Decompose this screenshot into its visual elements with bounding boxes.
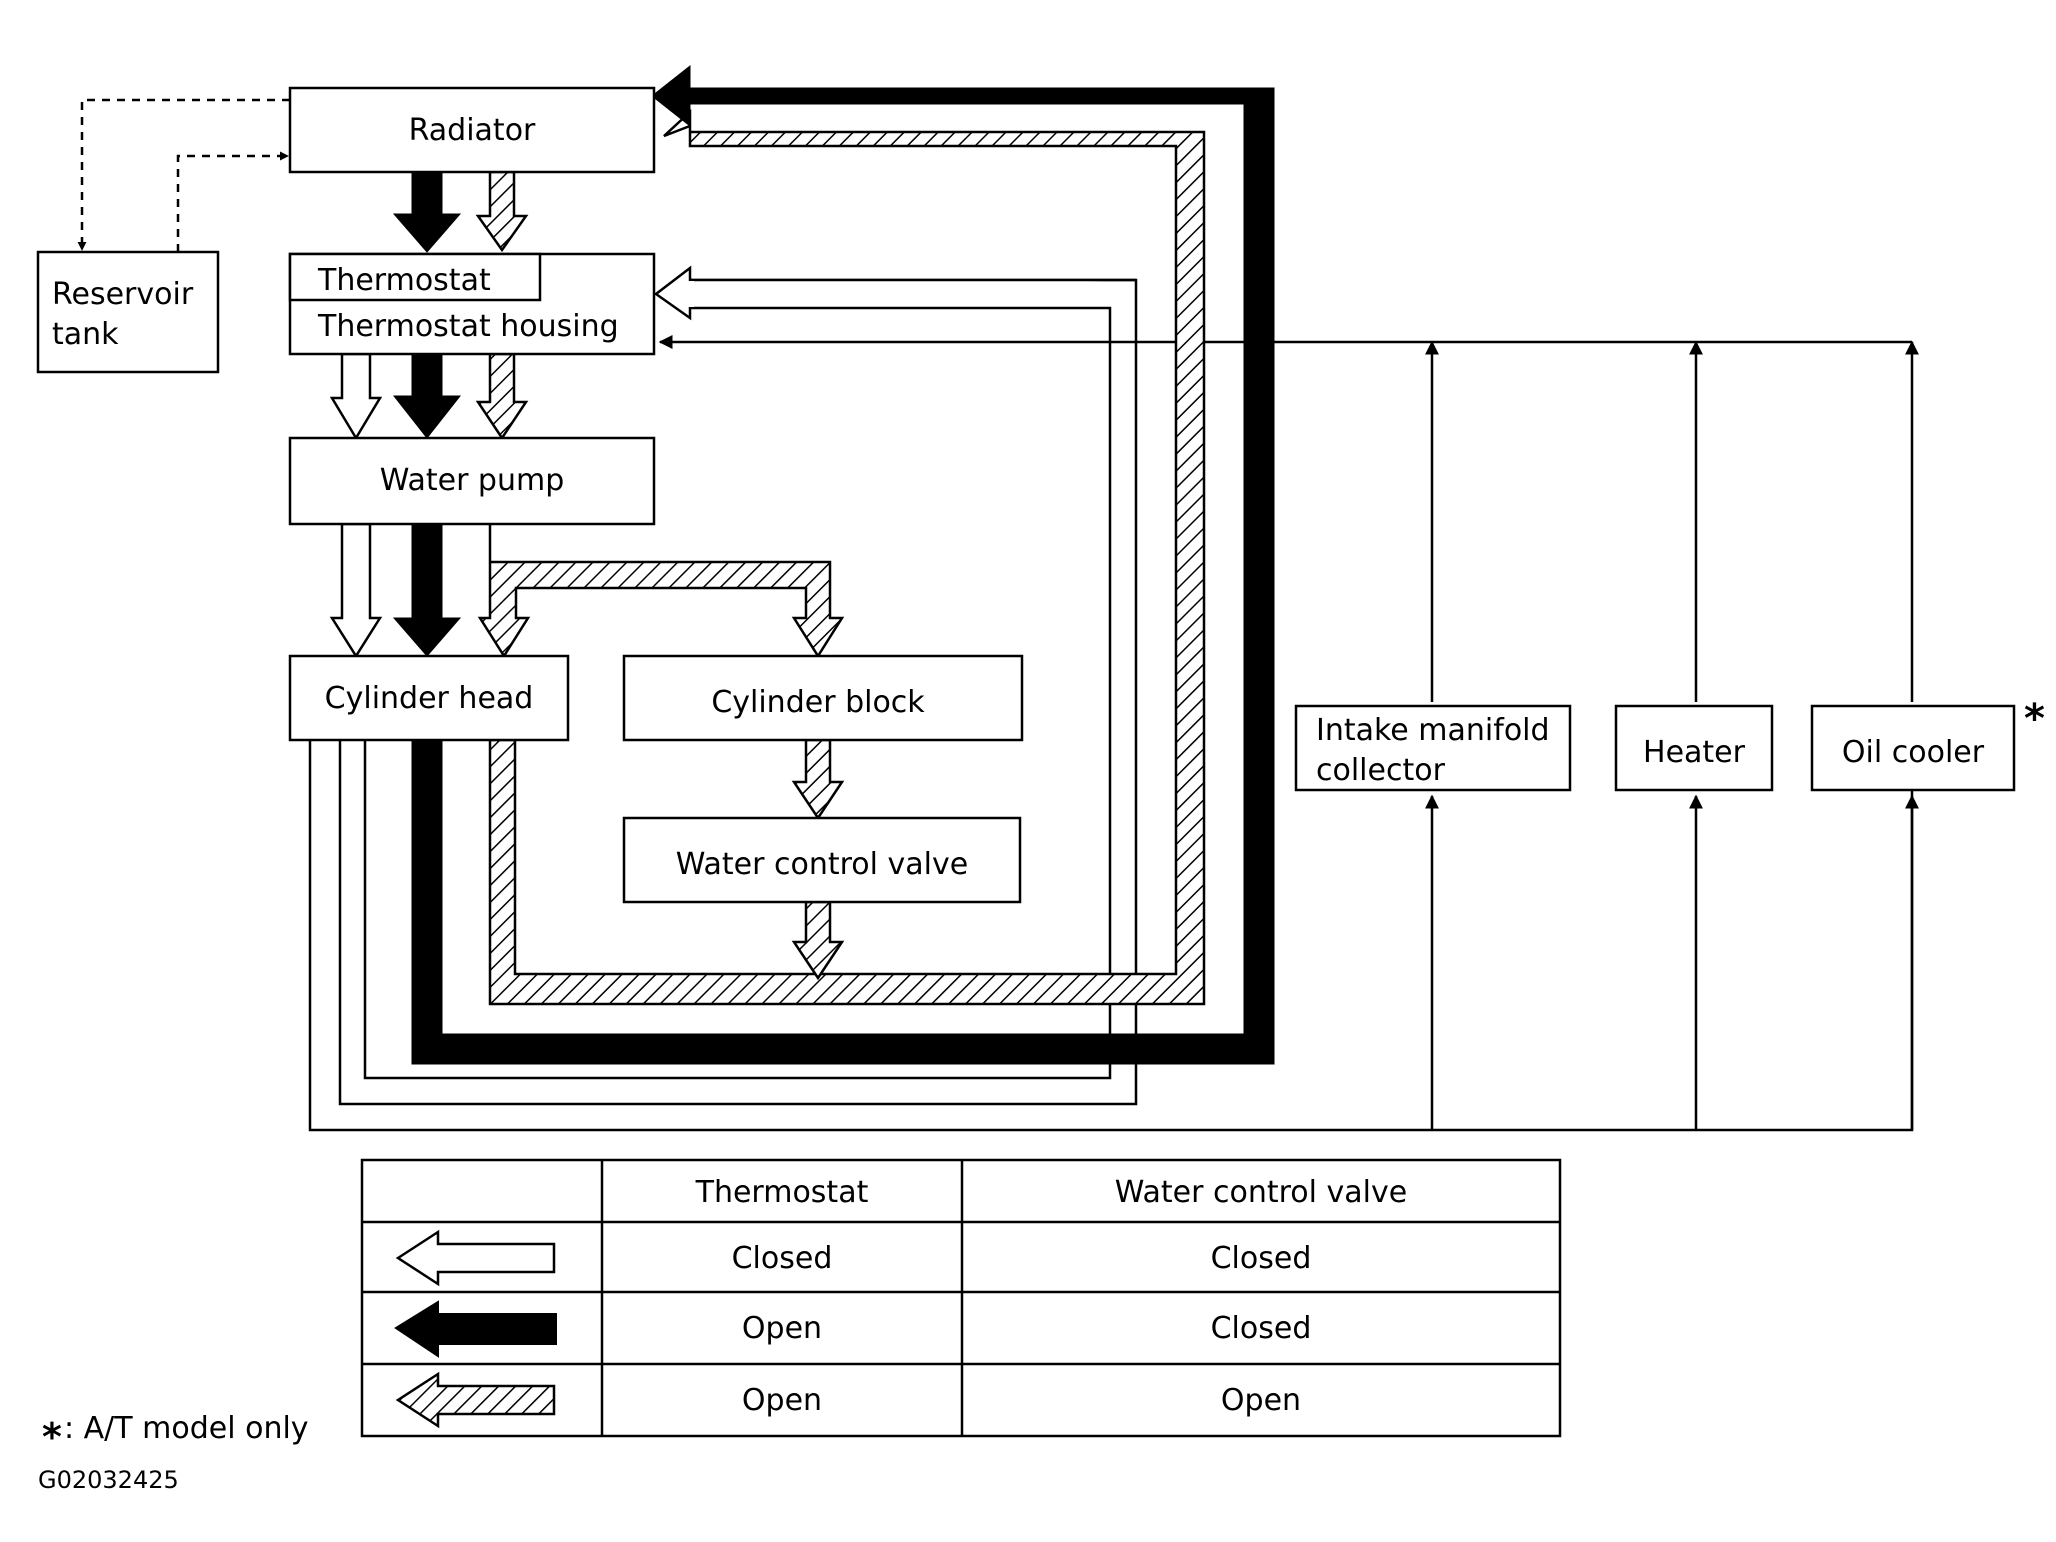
white-return-arrowhead <box>653 265 694 321</box>
oil-cooler-label: Oil cooler <box>1842 735 1985 770</box>
flow-thermostat-open-valve-closed-icon <box>394 1300 557 1358</box>
hatched-flow-circuit <box>475 109 1206 1006</box>
intake-manifold-label-line2: collector <box>1316 753 1446 788</box>
heater-label: Heater <box>1643 735 1746 770</box>
legend-row1-valve: Closed <box>1211 1241 1312 1276</box>
water-pump-box <box>288 436 656 526</box>
figure-id: G02032425 <box>38 1466 179 1494</box>
reservoir-label-line1: Reservoir <box>52 277 194 312</box>
reservoir-label-line2: tank <box>52 317 119 352</box>
flow-thermostat-open-valve-open-icon <box>395 1371 556 1429</box>
legend-row3-valve: Open <box>1221 1383 1301 1418</box>
cylinder-block-box <box>622 654 1024 742</box>
radiator-label: Radiator <box>409 113 536 148</box>
reservoir-tank-box <box>36 250 220 374</box>
water-pump-label: Water pump <box>380 463 565 498</box>
radiator-box <box>288 86 656 174</box>
cylinder-head-label: Cylinder head <box>325 681 534 716</box>
legend-row2-thermostat: Open <box>742 1311 822 1346</box>
legend-row2-valve: Closed <box>1211 1311 1312 1346</box>
footnote-star: * <box>42 1415 62 1459</box>
intake-manifold-box <box>1294 704 1572 792</box>
legend-header-thermostat: Thermostat <box>695 1175 869 1210</box>
legend-table <box>360 1158 1562 1438</box>
reservoir-dashed-lines <box>77 98 290 252</box>
heater-box <box>1614 704 1774 792</box>
black-flow-circuit <box>392 64 1275 1065</box>
cylinder-block-label: Cylinder block <box>711 685 925 720</box>
water-control-valve-box <box>622 816 1022 904</box>
legend-row1-thermostat: Closed <box>732 1241 833 1276</box>
thermostat-housing-label: Thermostat housing <box>317 309 619 344</box>
footnote-text: : A/T model only <box>64 1411 309 1446</box>
thermostat-label: Thermostat <box>317 263 491 298</box>
intake-manifold-label-line1: Intake manifold <box>1316 713 1550 748</box>
legend-header-valve: Water control valve <box>1115 1175 1407 1210</box>
oil-cooler-asterisk: * <box>2024 696 2045 742</box>
flow-thermostat-closed-valve-closed-icon <box>395 1229 556 1287</box>
cylinder-head-box <box>288 654 570 742</box>
water-control-valve-label: Water control valve <box>676 847 968 882</box>
thermostat-box <box>288 252 542 302</box>
legend-row3-thermostat: Open <box>742 1383 822 1418</box>
oil-cooler-box <box>1810 704 2016 792</box>
